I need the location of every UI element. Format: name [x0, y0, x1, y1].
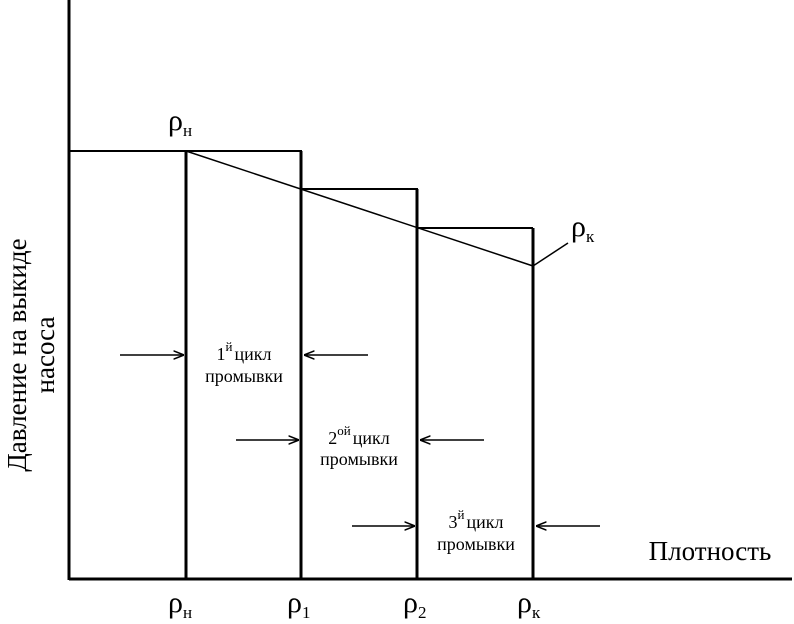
- density-decline-line: [185, 150, 534, 267]
- x-tick-rho-n: ρн: [168, 586, 192, 622]
- curve-end-label: ρк: [571, 210, 595, 246]
- cycle-2-label-line2: промывки: [320, 449, 398, 469]
- x-tick-rho-1: ρ1: [287, 586, 310, 622]
- end-label-leader: [532, 242, 569, 267]
- x-axis-title: Плотность: [649, 536, 772, 566]
- y-axis-title-line2: насоса: [30, 317, 60, 394]
- x-tick-rho-k: ρк: [517, 586, 541, 622]
- curve-start-label: ρн: [168, 104, 192, 140]
- cycle-1-label-line2: промывки: [205, 366, 283, 386]
- cycle-3-label-line2: промывки: [437, 534, 515, 554]
- x-tick-rho-2: ρ2: [403, 586, 426, 622]
- step-outline: [69, 150, 533, 229]
- y-axis-title-line1: Давление на выкиде: [2, 238, 32, 471]
